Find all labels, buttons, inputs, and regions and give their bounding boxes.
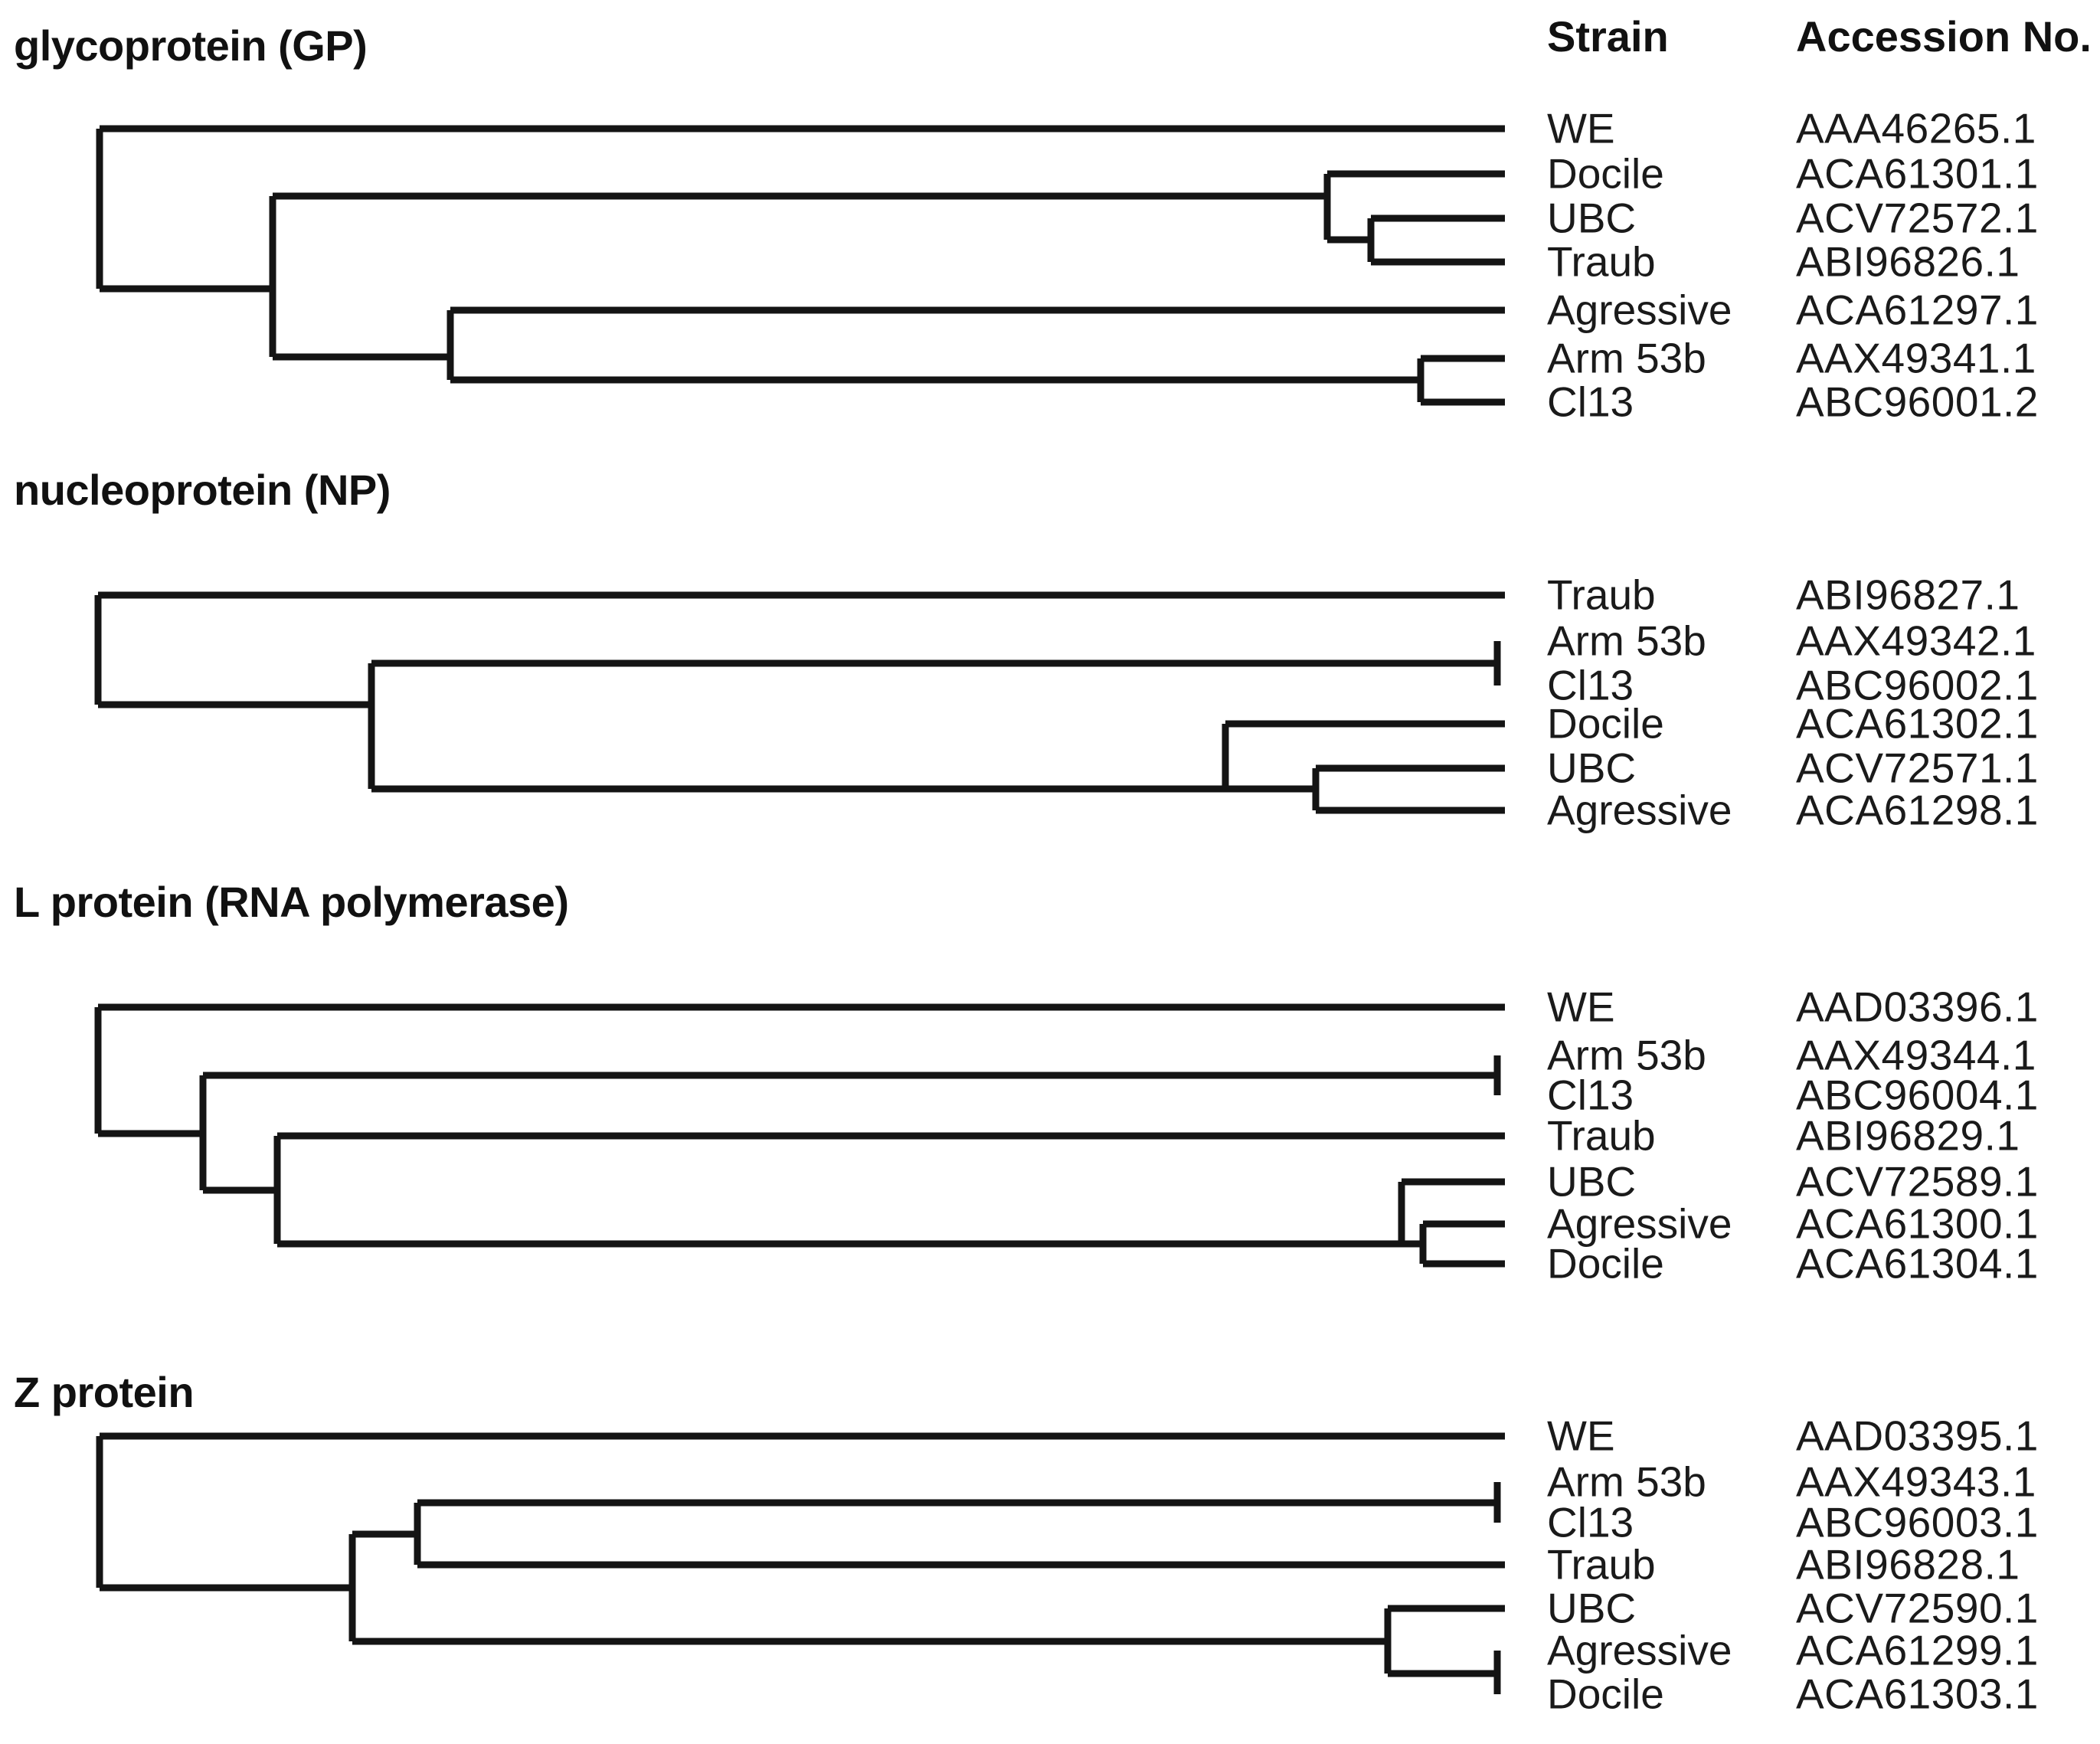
tip-label-strain: Arm 53b: [1547, 617, 1706, 665]
tip-label-accession: ACA61303.1: [1796, 1670, 2039, 1718]
tip-label-accession: ABI96827.1: [1796, 571, 2020, 619]
tip-label-accession: AAX49341.1: [1796, 334, 2036, 382]
tip-label-accession: ABC96002.1: [1796, 661, 2039, 709]
tip-label-strain: WE: [1547, 104, 1615, 152]
tip-label-accession: ACV72590.1: [1796, 1584, 2039, 1632]
tip-label-strain: Docile: [1547, 1239, 1664, 1288]
tip-label-strain: Docile: [1547, 149, 1664, 198]
tip-label-strain: WE: [1547, 1412, 1615, 1460]
tip-label-accession: ABC96001.2: [1796, 378, 2039, 426]
tip-label-accession: ACA61304.1: [1796, 1239, 2039, 1288]
section-title-z: Z protein: [14, 1368, 195, 1416]
tip-label-accession: AAD03395.1: [1796, 1412, 2039, 1460]
tip-label-strain: Docile: [1547, 699, 1664, 748]
tip-label-strain: UBC: [1547, 194, 1637, 242]
tip-label-accession: ABI96828.1: [1796, 1540, 2020, 1589]
section-title-np: nucleoprotein (NP): [14, 466, 391, 514]
tip-label-accession: AAX49344.1: [1796, 1031, 2036, 1079]
tip-label-accession: AAX49343.1: [1796, 1458, 2036, 1506]
tip-label-accession: ACA61298.1: [1796, 786, 2039, 834]
tip-label-strain: Arm 53b: [1547, 1031, 1706, 1079]
tip-label-strain: Traub: [1547, 571, 1656, 619]
tip-label-strain: Cl13: [1547, 1498, 1634, 1546]
tip-label-accession: ACA61297.1: [1796, 286, 2039, 334]
tip-label-strain: WE: [1547, 983, 1615, 1031]
tip-label-accession: AAX49342.1: [1796, 617, 2036, 665]
tip-label-accession: ACA61300.1: [1796, 1199, 2039, 1248]
tip-label-strain: Arm 53b: [1547, 334, 1706, 382]
tip-label-accession: ACA61301.1: [1796, 149, 2039, 198]
tip-label-strain: UBC: [1547, 744, 1637, 792]
section-title-l: L protein (RNA polymerase): [14, 878, 569, 926]
tip-label-strain: Agressive: [1547, 286, 1732, 334]
section-title-gp: glycoprotein (GP): [14, 21, 368, 70]
tip-label-strain: UBC: [1547, 1157, 1637, 1206]
tip-label-accession: ACA61299.1: [1796, 1626, 2039, 1674]
tip-label-accession: ABI96829.1: [1796, 1111, 2020, 1160]
tip-label-accession: ABC96003.1: [1796, 1498, 2039, 1546]
tip-label-accession: ACV72589.1: [1796, 1157, 2039, 1206]
tip-label-accession: ABI96826.1: [1796, 237, 2020, 286]
column-header-strain: Strain: [1547, 12, 1669, 61]
tip-label-accession: ACV72571.1: [1796, 744, 2039, 792]
tip-label-strain: Cl13: [1547, 378, 1634, 426]
tip-label-strain: Arm 53b: [1547, 1458, 1706, 1506]
tip-label-strain: Agressive: [1547, 786, 1732, 834]
tip-label-strain: Traub: [1547, 1540, 1656, 1589]
tip-label-strain: Traub: [1547, 1111, 1656, 1160]
tip-label-accession: AAD03396.1: [1796, 983, 2039, 1031]
tip-label-strain: Cl13: [1547, 1071, 1634, 1119]
tip-label-strain: Agressive: [1547, 1199, 1732, 1248]
tip-label-strain: Agressive: [1547, 1626, 1732, 1674]
tip-label-accession: ACV72572.1: [1796, 194, 2039, 242]
tip-label-strain: UBC: [1547, 1584, 1637, 1632]
tip-label-strain: Docile: [1547, 1670, 1664, 1718]
tip-label-accession: AAA46265.1: [1796, 104, 2036, 152]
tip-label-accession: ABC96004.1: [1796, 1071, 2039, 1119]
tip-label-strain: Cl13: [1547, 661, 1634, 709]
column-header-accession: Accession No.: [1796, 12, 2092, 61]
tip-label-strain: Traub: [1547, 237, 1656, 286]
tip-label-accession: ACA61302.1: [1796, 699, 2039, 748]
